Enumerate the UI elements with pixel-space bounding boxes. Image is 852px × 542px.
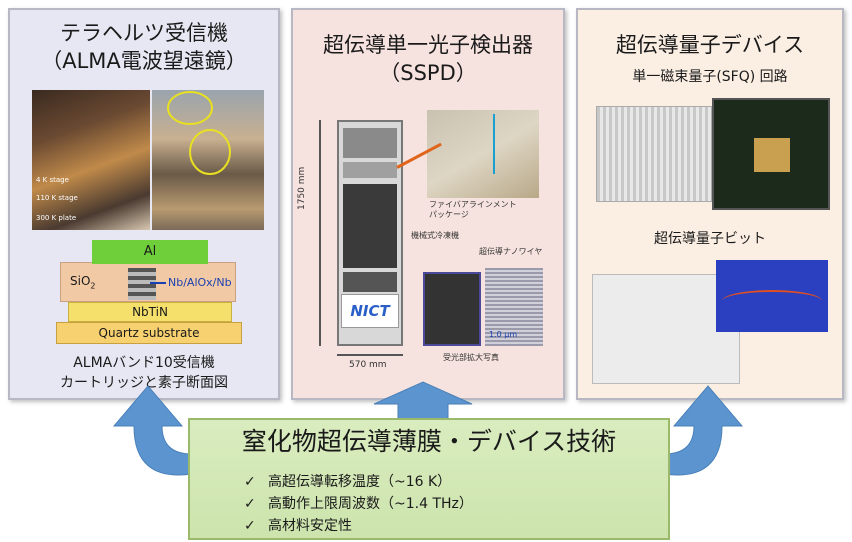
width-dimension-line [337,354,403,356]
qubit-sem-image [592,274,740,384]
al-label: Al [143,244,157,259]
qubit-spectrum-plot [716,260,828,332]
nict-logo: NICT [341,294,399,328]
sio2-text: SiO [70,274,91,288]
feature-item: ✓ 高動作上限周波数（~1.4 THz） [244,494,473,514]
panel-sspd: 超伝導単一光子検出器 （SSPD） 1750 mm NICT 570 mm ファ… [291,8,565,400]
sspd-rack [337,120,403,346]
check-icon: ✓ [244,474,256,490]
panel1-title-line1: テラヘルツ受信機 [60,21,228,45]
curved-arrow-left [112,385,193,476]
panel2-title-line2: （SSPD） [379,61,477,85]
chip-core [754,138,790,172]
panel2-title-line1: 超伝導単一光子検出器 [323,33,533,57]
feature-text: 高動作上限周波数（~1.4 THz） [268,496,473,512]
rack-unit [343,272,397,292]
stage-label: 4 K stage [36,176,69,184]
stage-label: 300 K plate [36,214,77,222]
scale-label: 1.0 μm [489,330,518,339]
cooler-label: 機械式冷凍機 [411,231,459,240]
sfq-chip-photo [712,98,830,210]
quartz-layer: Quartz substrate [56,322,242,344]
nanowire-image: 1.0 μm [485,268,543,346]
width-label: 570 mm [349,360,387,370]
feature-item: ✓ 高材料安定性 [244,516,352,536]
photo-label: 受光部拡大写真 [443,353,499,362]
rack-unit [343,162,397,178]
panel3-title: 超伝導量子デバイス [615,33,805,57]
fiber-label: ファイバアラインメント パッケージ [429,200,517,219]
height-dimension-line [319,120,321,346]
al-layer: Al [92,240,208,264]
feature-text: 高超伝導転移温度（~16 K） [268,474,452,490]
sfq-subtitle: 単一磁束量子(SFQ) 回路 [632,69,788,85]
spectrum-curve [722,290,822,312]
panel1-title-line2: （ALMA電波望遠鏡） [41,49,247,73]
nitride-technology-box: 窒化物超伝導薄膜・デバイス技術 ✓ 高超伝導転移温度（~16 K） ✓ 高動作上限周… [188,418,670,540]
panel-terahertz-receiver: テラヘルツ受信機 （ALMA電波望遠鏡） 4 K stage 110 K sta… [8,8,280,400]
receiver-closeup-photo [152,90,264,230]
junction-arrow [150,282,166,284]
check-icon: ✓ [244,496,256,512]
sio2-subscript: 2 [90,281,96,291]
qubit-subtitle: 超伝導量子ビット [654,231,766,247]
fiber [493,114,495,174]
check-icon: ✓ [244,518,256,534]
nbtin-layer: NbTiN [68,302,232,322]
sio2-label: SiO2 [70,274,96,290]
stage-label: 110 K stage [36,194,78,202]
junction-label: Nb/AlOx/Nb [168,276,232,289]
photodetector-photo [423,272,481,346]
panel1-caption-line1: ALMAバンド10受信機 [73,355,215,371]
cryocooler [343,184,397,268]
curved-arrow-right [663,385,744,476]
receiver-cartridge-photo: 4 K stage 110 K stage 300 K plate [32,90,150,230]
feature-text: 高材料安定性 [268,518,352,534]
feature-item: ✓ 高超伝導転移温度（~16 K） [244,472,451,492]
sfq-circuit-image [596,106,712,202]
nanowire-label: 超伝導ナノワイヤ [479,247,543,256]
highlight-circles [167,91,231,175]
junction-stack [128,268,156,300]
panel-quantum-devices: 超伝導量子デバイス 単一磁束量子(SFQ) 回路 超伝導量子ビット [576,8,844,400]
fiber-package-photo [427,110,539,198]
height-label: 1750 mm [297,166,307,210]
technology-title: 窒化物超伝導薄膜・デバイス技術 [241,427,617,456]
rack-unit [343,128,397,158]
panel1-caption-line2: カートリッジと素子断面図 [60,375,228,391]
